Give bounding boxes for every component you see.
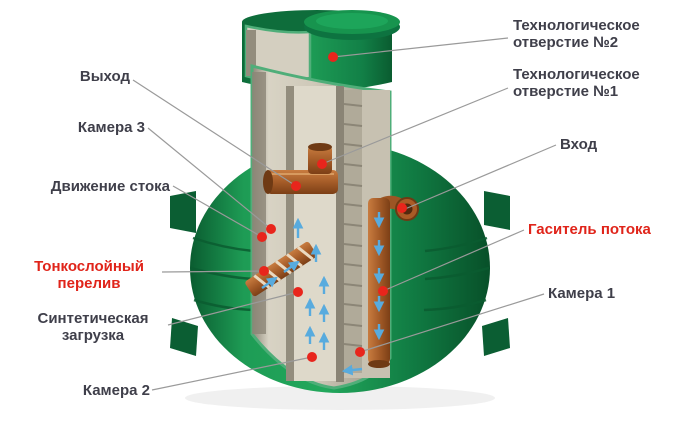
label-inlet: Вход <box>560 136 598 153</box>
label-flow-movement: Движение стока <box>50 178 170 195</box>
tank-neck <box>242 10 400 91</box>
label-flow-damper: Гаситель потока <box>528 221 651 238</box>
leader-lines <box>132 37 557 391</box>
label-thin-layer-overflow: Тонкослойный перелив <box>34 258 144 293</box>
label-tech-hole-2: Технологическое отверстие №2 <box>513 17 640 52</box>
flange-left <box>170 191 196 233</box>
label-chamber-3: Камера 3 <box>77 119 145 136</box>
flange-bottom-right <box>482 318 510 356</box>
flange-bottom-left <box>170 318 198 356</box>
label-tech-hole-1: Технологическое отверстие №1 <box>513 66 640 101</box>
flange-right <box>484 191 510 230</box>
label-outlet: Выход <box>79 68 130 85</box>
label-chamber-1: Камера 1 <box>548 285 616 302</box>
ground-shadow <box>185 386 495 410</box>
marker-dots <box>257 52 407 362</box>
label-chamber-2: Камера 2 <box>82 382 150 399</box>
label-synthetic-load: Синтетическая загрузка <box>37 310 149 345</box>
flow-arrows <box>261 212 385 376</box>
riser-stub <box>308 143 332 174</box>
tank-lid <box>304 10 400 40</box>
